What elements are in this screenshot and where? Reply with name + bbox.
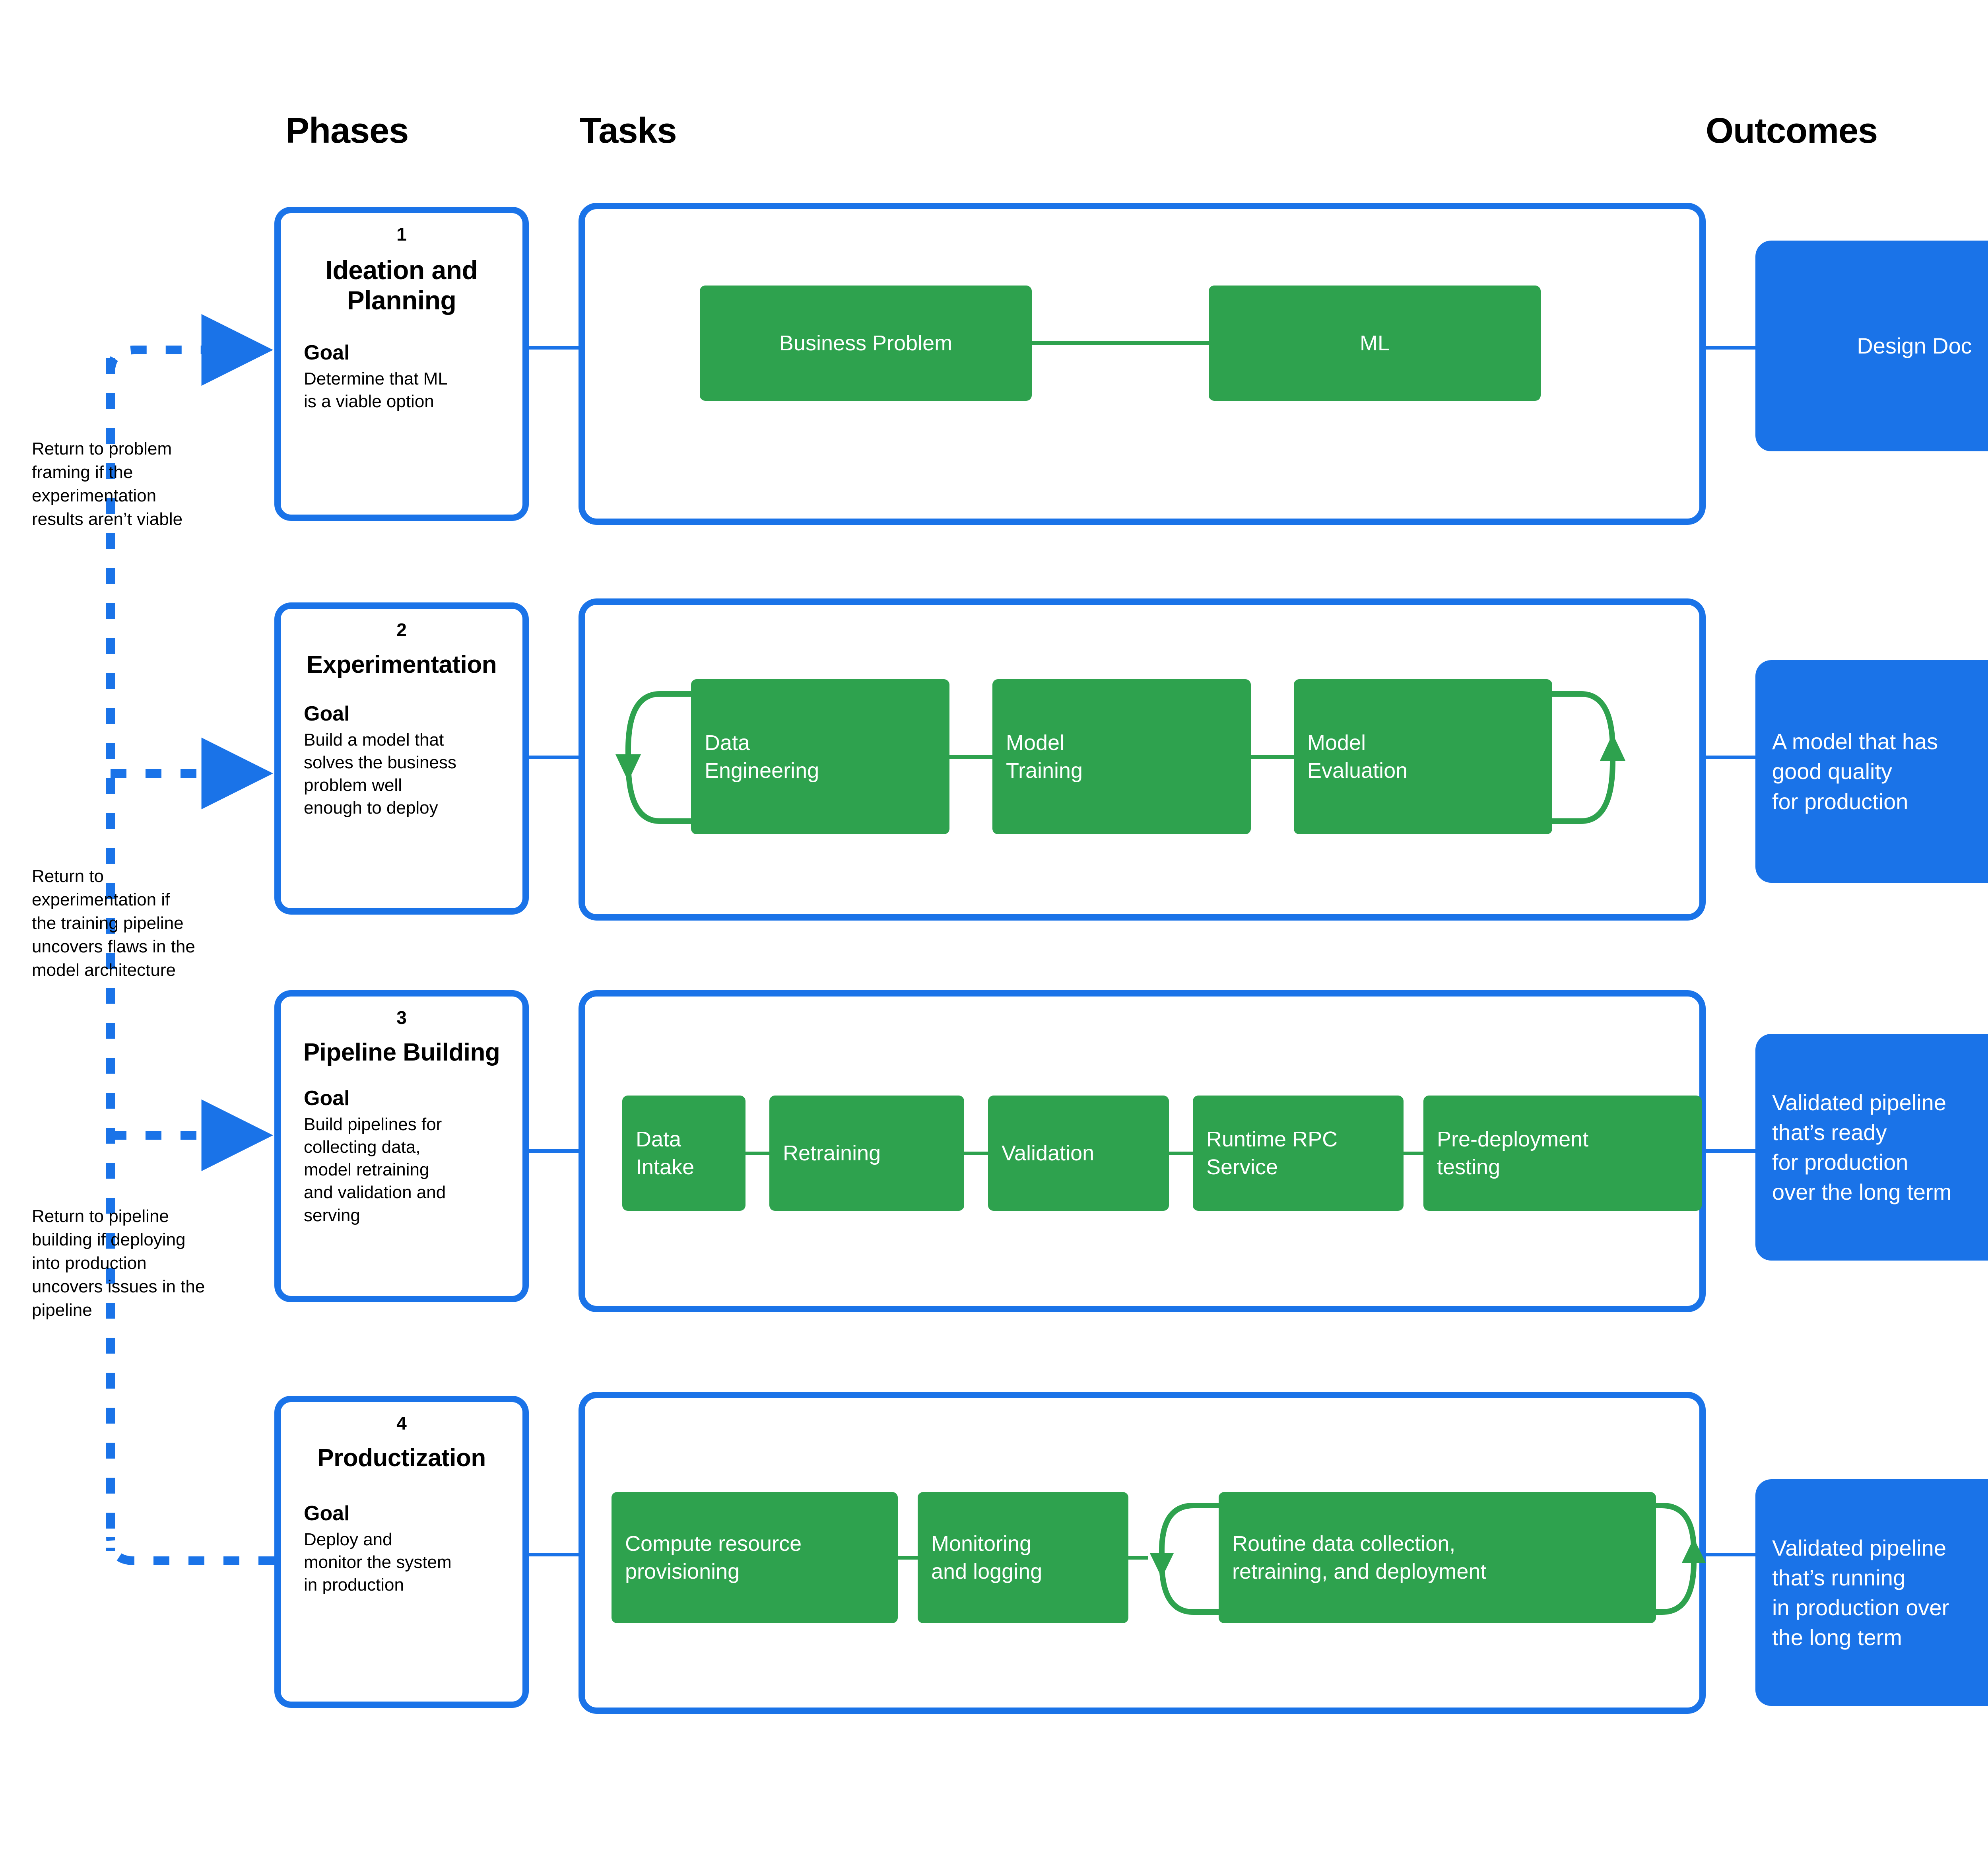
goal-label: Goal [304, 1086, 350, 1110]
task-box-data-engineering[interactable]: Data Engineering [691, 679, 949, 834]
goal-text: Deploy and monitor the system in product… [304, 1529, 452, 1595]
task-label: Model Evaluation [1307, 730, 1408, 783]
task-label: Model Training [1006, 730, 1083, 783]
task-label: ML [1359, 331, 1390, 355]
connector-crp-to-ml-monitoring [898, 1556, 918, 1560]
feedback-path-from-phase-4 [106, 1537, 274, 1565]
outcome-box-3[interactable]: Validated pipeline that’s ready for prod… [1755, 1034, 1988, 1261]
connector-tasks4-to-outcome4 [1706, 1553, 1757, 1556]
connector-tasks1-to-outcome1 [1706, 346, 1757, 350]
connector-rpc-to-predeploy [1404, 1152, 1423, 1155]
phase-title: Experimentation [306, 651, 497, 678]
task-box-data-intake[interactable]: Data Intake [622, 1096, 746, 1211]
goal-text: Build pipelines for collecting data, mod… [304, 1114, 446, 1225]
task-label: Business Problem [779, 331, 953, 355]
loop-arrow-productization-right [1634, 1495, 1714, 1622]
phase-card-3[interactable]: 3 Pipeline Building Goal Build pipelines… [274, 990, 529, 1302]
task-box-routine-data-collection[interactable]: Routine data collection, retraining, and… [1219, 1492, 1656, 1623]
task-label: Routine data collection, retraining, and… [1232, 1531, 1487, 1583]
phase-goal: Goal Determine that ML is a viable optio… [298, 340, 505, 413]
task-label: Data Engineering [705, 730, 819, 783]
goal-label: Goal [304, 702, 350, 725]
task-label: Compute resource provisioning [625, 1531, 802, 1583]
loop-arrow-experimentation-left [612, 682, 692, 833]
goal-text: Build a model that solves the business p… [304, 730, 456, 818]
connector-phase1-to-tasks1 [529, 346, 580, 350]
loop-arrow-experimentation-right [1549, 682, 1629, 833]
phase-goal: Goal Deploy and monitor the system in pr… [298, 1501, 505, 1597]
feedback-arrow-to-phase-1 [106, 314, 273, 386]
connector-phase4-to-tasks4 [529, 1553, 580, 1556]
phase-card-1[interactable]: 1 Ideation and Planning Goal Determine t… [274, 207, 529, 521]
phase-title: Ideation and Planning [325, 255, 478, 315]
goal-label: Goal [304, 341, 350, 364]
task-box-ml[interactable]: ML [1209, 286, 1541, 401]
phase-goal: Goal Build pipelines for collecting data… [298, 1086, 505, 1227]
outcome-box-4[interactable]: Validated pipeline that’s running in pro… [1755, 1479, 1988, 1706]
task-box-pre-deployment-testing[interactable]: Pre-deployment testing [1423, 1096, 1702, 1211]
task-box-runtime-rpc-service[interactable]: Runtime RPC Service [1193, 1096, 1404, 1211]
feedback-note-1: Return to problem framing if the experim… [32, 439, 183, 529]
outcome-label: A model that has good quality for produc… [1772, 729, 1938, 814]
task-box-retraining[interactable]: Retraining [769, 1096, 964, 1211]
connector-tasks3-to-outcome3 [1706, 1149, 1757, 1153]
task-box-model-training[interactable]: Model Training [992, 679, 1251, 834]
connector-tasks2-to-outcome2 [1706, 756, 1757, 759]
task-box-business-problem[interactable]: Business Problem [700, 286, 1032, 401]
outcome-box-1[interactable]: Design Doc [1755, 241, 1988, 451]
column-header-tasks: Tasks [580, 111, 677, 151]
phase-number: 2 [396, 620, 407, 640]
outcome-label: Design Doc [1857, 333, 1972, 359]
goal-text: Determine that ML is a viable option [304, 369, 448, 412]
connector-vl-to-rpc [1169, 1152, 1193, 1155]
task-box-monitoring-and-logging[interactable]: Monitoring and logging [918, 1492, 1128, 1623]
outcome-label: Validated pipeline that’s running in pro… [1772, 1535, 1949, 1650]
feedback-note-2: Return to experimentation if the trainin… [32, 866, 195, 980]
task-box-model-evaluation[interactable]: Model Evaluation [1294, 679, 1552, 834]
connector-monitoring-to-routine [1128, 1556, 1148, 1560]
connector-rt-to-vl [964, 1152, 988, 1155]
loop-arrow-productization-left [1142, 1495, 1221, 1622]
task-label: Runtime RPC Service [1206, 1127, 1338, 1179]
feedback-note-3: Return to pipeline building if deploying… [32, 1206, 205, 1320]
connector-de-to-mt [949, 755, 992, 759]
task-box-compute-resource-provisioning[interactable]: Compute resource provisioning [612, 1492, 898, 1623]
phase-title: Productization [317, 1444, 486, 1472]
task-label: Retraining [783, 1141, 881, 1165]
task-label: Validation [1002, 1141, 1095, 1165]
task-label: Pre-deployment testing [1437, 1127, 1589, 1179]
column-header-outcomes: Outcomes [1706, 111, 1878, 151]
phase-goal: Goal Build a model that solves the busin… [298, 701, 505, 820]
connector-phase3-to-tasks3 [529, 1149, 580, 1153]
connector-phase2-to-tasks2 [529, 756, 580, 759]
phase-title: Pipeline Building [303, 1038, 500, 1066]
task-box-validation[interactable]: Validation [988, 1096, 1169, 1211]
outcome-label: Validated pipeline that’s ready for prod… [1772, 1090, 1952, 1205]
phase-number: 3 [396, 1007, 407, 1028]
goal-label: Goal [304, 1502, 350, 1525]
connector-mt-to-me [1251, 755, 1294, 759]
phase-card-2[interactable]: 2 Experimentation Goal Build a model tha… [274, 602, 529, 915]
phase-number: 4 [396, 1413, 407, 1434]
phase-card-4[interactable]: 4 Productization Goal Deploy and monitor… [274, 1396, 529, 1708]
column-header-phases: Phases [285, 111, 409, 151]
task-label: Data Intake [636, 1127, 695, 1179]
phase-number: 1 [396, 224, 407, 245]
outcome-box-2[interactable]: A model that has good quality for produc… [1755, 660, 1988, 883]
connector-di-to-rt [746, 1152, 769, 1155]
connector-business-problem-to-ml [1032, 341, 1211, 345]
task-label: Monitoring and logging [931, 1531, 1043, 1583]
